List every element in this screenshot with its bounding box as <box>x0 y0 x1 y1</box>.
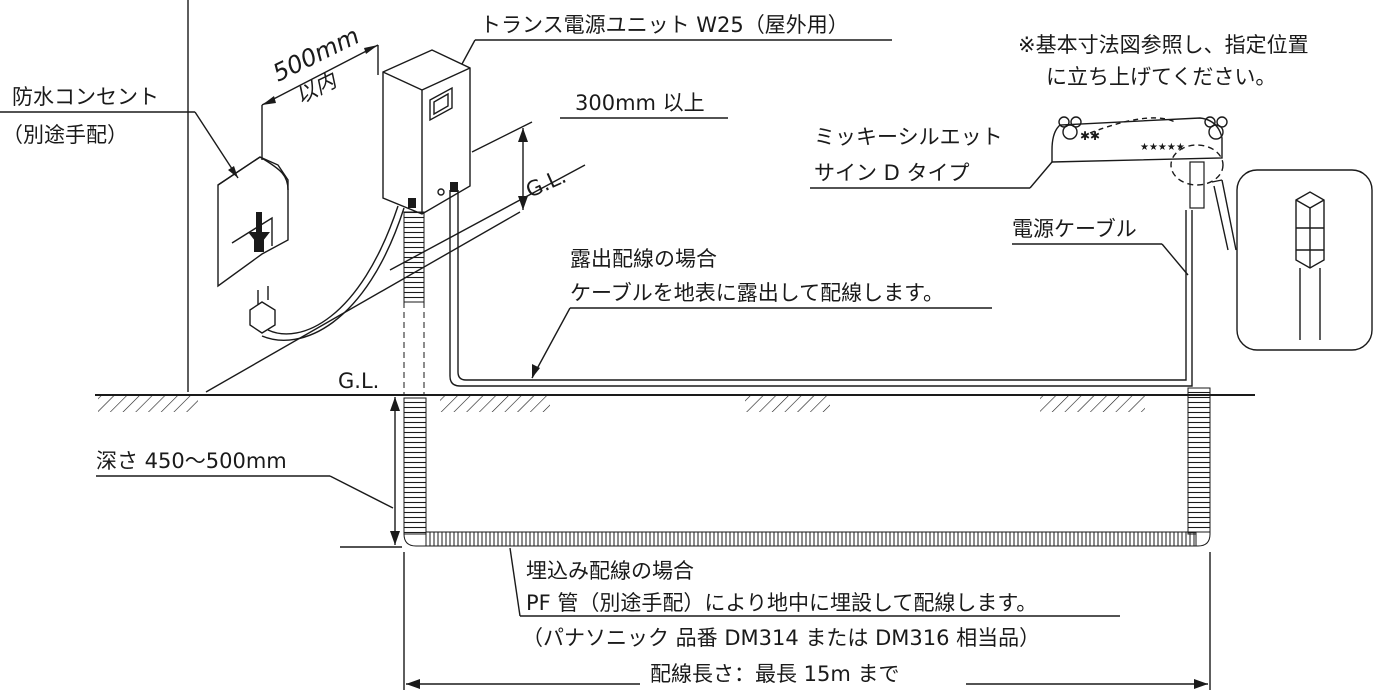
label-exposed-title: 露出配線の場合 <box>570 247 717 271</box>
dimension-length <box>403 552 1211 690</box>
label-buried-desc: PF 管（別途手配）により地中に埋設して配線します。 <box>526 591 1037 615</box>
label-note-line1: ※基本寸法図参照し、指定位置 <box>1018 33 1309 57</box>
transformer-unit <box>382 49 471 215</box>
label-min-height: 300mm 以上 <box>575 91 705 115</box>
label-gl-ground: G.L. <box>338 369 379 393</box>
label-buried-title: 埋込み配線の場合 <box>526 559 694 583</box>
label-note-line2: に立ち上げてください。 <box>1046 65 1276 89</box>
svg-text:✱✱: ✱✱ <box>1080 129 1100 143</box>
waterproof-outlet <box>217 156 289 288</box>
label-sign-line2: サイン D タイプ <box>814 161 970 185</box>
label-buried-product: （パナソニック 品番 DM314 または DM316 相当品） <box>522 626 1040 650</box>
dimension-depth <box>340 394 402 548</box>
plug-icon <box>249 286 276 334</box>
label-separate-supply: （別途手配） <box>2 123 128 147</box>
ground <box>95 394 1255 412</box>
label-power-cable: 電源ケーブル <box>1012 217 1137 241</box>
label-exposed-desc: ケーブルを地表に露出して配線します。 <box>570 281 944 305</box>
dimension-300 <box>471 121 533 210</box>
svg-text:★★★★★: ★★★★★ <box>1140 142 1185 153</box>
dimension-500 <box>261 44 379 160</box>
cable-detail-callout <box>1236 169 1373 351</box>
leader-lines <box>0 39 1189 617</box>
up-arrow-icon <box>248 212 270 246</box>
label-sign-line1: ミッキーシルエット <box>814 125 1003 149</box>
mickey-silhouette-sign: ✱✱ ★★★★★ <box>1051 116 1237 251</box>
pf-conduit-buried <box>403 387 1211 547</box>
label-gl-upper: G.L. <box>522 164 570 203</box>
label-depth: 深さ 450〜500mm <box>96 449 287 473</box>
label-max-length: 配線長さ：最長 15m まで <box>650 662 900 686</box>
pf-conduit-left-upper <box>403 211 425 395</box>
label-transformer-unit: トランス電源ユニット W25（屋外用） <box>480 13 849 37</box>
label-waterproof-outlet: 防水コンセント <box>12 85 159 109</box>
